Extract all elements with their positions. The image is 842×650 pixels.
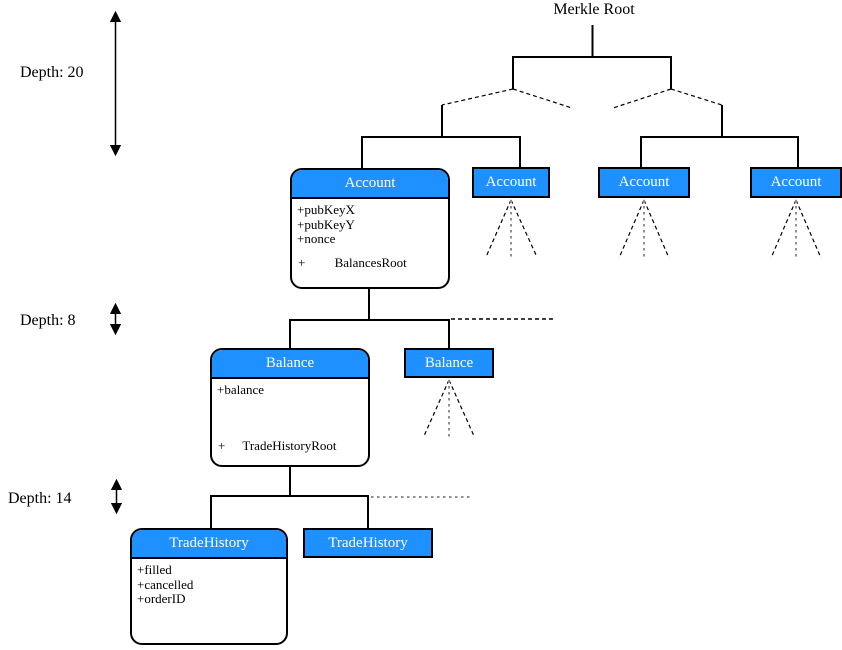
balances-root-label: BalancesRoot [334,255,407,270]
trade-history-root-label: TradeHistoryRoot [242,438,337,453]
account-leaf-node: Account [472,167,550,198]
plus-sign: + [218,438,226,453]
trade-history-node-header: TradeHistory [132,530,286,559]
account-field: +pubKeyY [297,216,355,232]
balance-field: +balance [217,382,265,397]
account-leaf-title: Account [485,174,537,190]
account-field: +nonce [297,231,336,246]
trade-history-node-title: TradeHistory [169,535,249,551]
balance-node-fields: +balance [212,379,368,398]
trade-history-leaf-title: TradeHistory [328,534,408,551]
account-node-title: Account [344,175,396,191]
balance-leaf-title: Balance [424,354,474,371]
balance-node: Balance +balance + TradeHistoryRoot [210,348,370,467]
balance-node-title: Balance [265,355,315,371]
balance-node-header: Balance [212,350,368,379]
trade-history-node-fields: +filled +cancelled +orderID [132,559,286,607]
merkle-root-label: Merkle Root [553,1,635,18]
account-leaf-title: Account [770,174,822,190]
leaf-subtree-fans [423,199,822,437]
depth-label-14: Depth: 14 [8,490,72,507]
account-leaf-node: Account [598,167,690,198]
balance-leaf-node: Balance [404,348,494,378]
account-field: +pubKeyX [297,202,355,217]
tree-connectors [210,25,799,528]
trade-history-field: +orderID [137,591,186,606]
trade-history-field: +filled [137,562,172,577]
account-node-fields: +pubKeyX +pubKeyY +nonce [292,199,448,247]
depth-label-20: Depth: 20 [20,64,84,81]
account-node: Account +pubKeyX +pubKeyY +nonce + Balan… [290,168,450,289]
trade-history-node: TradeHistory +filled +cancelled +orderID [130,528,288,645]
depth-arrow-icon [109,10,123,515]
account-balances-root-field: + BalancesRoot [298,255,407,271]
elided-branch-dashes [441,88,723,109]
plus-sign: + [298,255,306,270]
balance-tradehistory-root-field: + TradeHistoryRoot [218,438,337,454]
trade-history-leaf-node: TradeHistory [303,528,433,558]
account-node-header: Account [292,170,448,199]
account-leaf-title: Account [618,174,670,190]
trade-history-field: +cancelled [137,576,194,592]
account-leaf-node: Account [750,167,842,198]
depth-label-8: Depth: 8 [20,312,76,329]
